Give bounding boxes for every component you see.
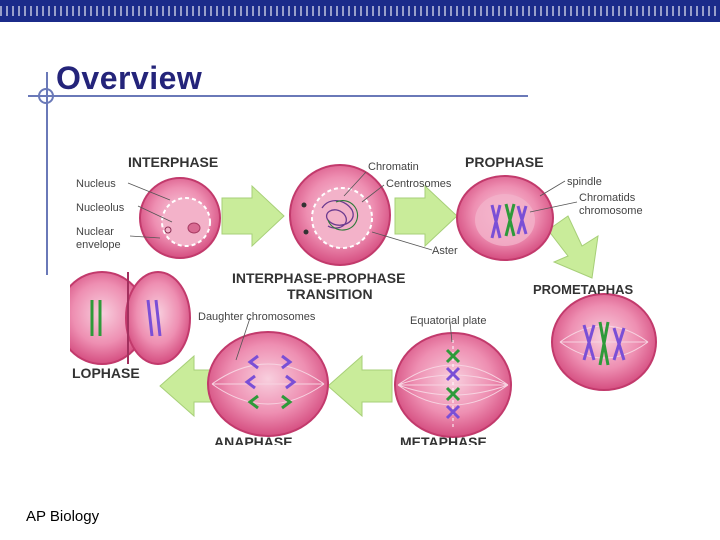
label-spindle: spindle (567, 176, 602, 188)
label-transition-1: INTERPHASE-PROPHASE (232, 270, 405, 286)
footer-label: AP Biology (26, 508, 100, 525)
arrow-prophase-to-prometaphase (547, 215, 599, 279)
label-aster: Aster (432, 245, 458, 257)
label-daughter-chromosomes: Daughter chromosomes (198, 311, 316, 323)
arrow-interphase-to-transition (221, 184, 285, 248)
label-chromatids-1: Chromatids (579, 192, 636, 204)
transition-cell (289, 164, 391, 266)
metaphase-cell (394, 332, 512, 438)
label-prometaphase: PROMETAPHAS (533, 282, 633, 297)
prometaphase-cell (551, 293, 657, 391)
vertical-rule (46, 72, 48, 275)
slide-title: Overview (56, 60, 203, 96)
label-centrosomes: Centrosomes (386, 178, 452, 190)
label-chromatids-2: chromosome (579, 205, 643, 217)
interphase-cell (139, 177, 221, 259)
label-interphase: INTERPHASE (128, 154, 218, 170)
pointer-lines (127, 171, 578, 361)
anaphase-cell (207, 331, 329, 437)
label-transition-2: TRANSITION (287, 286, 373, 302)
arrow-metaphase-to-anaphase (327, 354, 393, 418)
arrow-transition-to-prophase (394, 184, 458, 248)
label-prophase: PROPHASE (465, 154, 544, 170)
telophase-cell (70, 271, 191, 365)
label-chromatin: Chromatin (368, 161, 419, 173)
label-nuclear-1: Nuclear (76, 226, 114, 238)
label-metaphase: METAPHASE (400, 434, 487, 450)
title-underline (28, 95, 528, 97)
label-nucleolus: Nucleolus (76, 202, 125, 214)
label-anaphase: ANAPHASE (214, 434, 293, 450)
banner-pattern (0, 6, 720, 16)
crosshair-ornament (38, 88, 54, 104)
prophase-cell (456, 175, 554, 261)
label-equatorial-plate: Equatorial plate (410, 315, 486, 327)
label-nucleus: Nucleus (76, 178, 116, 190)
top-banner (0, 0, 720, 22)
label-nuclear-2: envelope (76, 239, 121, 251)
label-telophase: LOPHASE (72, 365, 140, 381)
